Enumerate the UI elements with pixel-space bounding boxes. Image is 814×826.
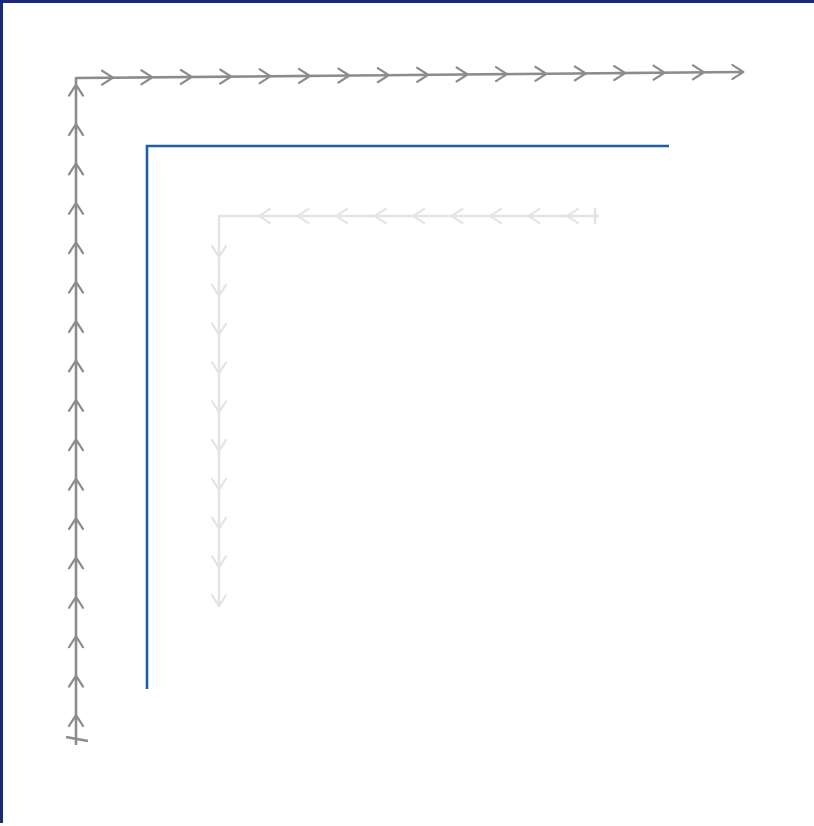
chevron-arrow-icon (67, 162, 85, 176)
chevron-arrow-icon (100, 69, 115, 86)
chevron-arrow-icon (527, 207, 541, 225)
chevron-arrow-icon (210, 283, 228, 297)
chevron-arrow-icon (219, 68, 233, 85)
chevron-arrow-icon (67, 477, 85, 491)
chevron-arrow-icon (67, 122, 85, 137)
chevron-arrow-icon (210, 322, 228, 336)
outer-path-line (74, 70, 744, 745)
chevron-arrow-icon (67, 398, 85, 412)
chevron-arrow-icon (210, 361, 228, 375)
chevron-arrow-icon (210, 244, 228, 259)
inner-arrow-path (210, 207, 599, 608)
chevron-arrow-icon (534, 65, 548, 82)
chevron-arrow-icon (67, 438, 85, 452)
chevron-arrow-icon (376, 67, 390, 84)
chevron-arrow-icon (67, 83, 85, 97)
outer-arrow-path (65, 63, 745, 745)
chevron-arrow-icon (573, 65, 587, 82)
chevron-arrow-icon (210, 477, 228, 491)
chevron-arrow-icon (210, 400, 228, 414)
corner-paths-diagram (65, 63, 745, 745)
chevron-arrow-icon (67, 595, 85, 609)
chevron-arrow-icon (494, 66, 509, 83)
chevron-arrow-icon (67, 516, 85, 531)
chevron-arrow-icon (67, 319, 85, 334)
chevron-arrow-icon (455, 66, 469, 83)
chevron-arrow-icon (210, 516, 228, 530)
chevron-arrow-icon (652, 64, 666, 81)
chevron-arrow-icon (67, 201, 85, 215)
chevron-arrow-icon (450, 207, 464, 225)
inner-path-line (217, 214, 599, 607)
chevron-arrow-icon (334, 207, 349, 225)
chevron-arrow-icon (67, 713, 85, 728)
chevron-arrow-icon (731, 63, 745, 81)
chevron-arrow-icon (411, 207, 426, 225)
chevron-arrow-icon (297, 67, 312, 84)
chevron-arrow-icon (258, 68, 272, 85)
chevron-arrow-icon (257, 207, 272, 225)
chevron-arrow-icon (67, 241, 85, 255)
chevron-arrow-icon (565, 207, 580, 225)
chevron-arrow-icon (416, 66, 430, 83)
middle-path-line (145, 144, 669, 689)
chevron-arrow-icon (373, 207, 387, 225)
chevron-arrow-icon (67, 359, 85, 373)
chevron-arrow-icon (210, 555, 228, 569)
chevron-arrow-icon (67, 280, 85, 294)
chevron-arrow-icon (210, 438, 228, 453)
chevron-arrow-icon (67, 674, 85, 688)
outer-path-start-tick (65, 735, 89, 743)
chevron-arrow-icon (337, 67, 351, 84)
chevron-arrow-icon (67, 556, 85, 570)
chevron-arrow-icon (691, 64, 706, 81)
middle-blue-path (145, 144, 669, 689)
chevron-arrow-icon (613, 64, 627, 82)
chevron-arrow-icon (179, 68, 193, 86)
chevron-arrow-icon (210, 594, 228, 608)
chevron-arrow-icon (140, 69, 154, 86)
chevron-arrow-icon (296, 207, 310, 225)
chevron-arrow-icon (67, 635, 85, 649)
chevron-arrow-icon (488, 207, 503, 225)
